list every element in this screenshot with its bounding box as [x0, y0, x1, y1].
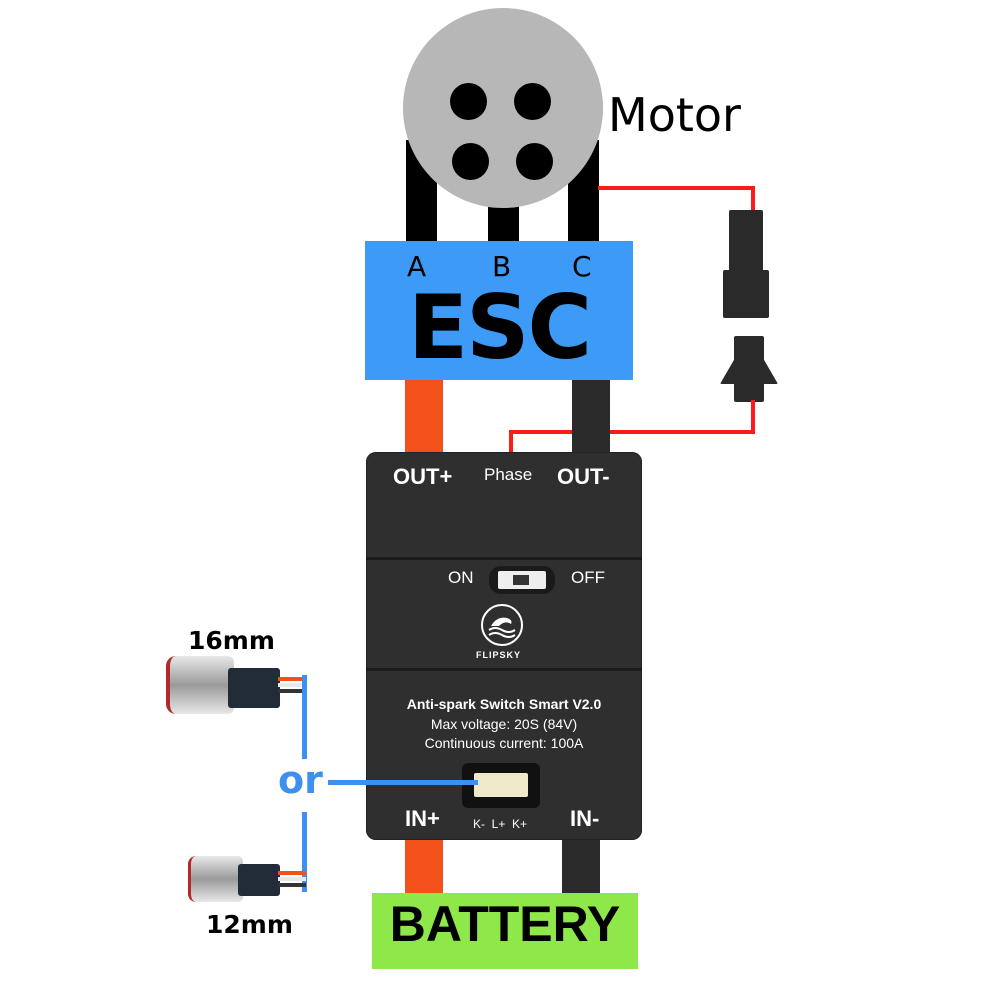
motor-hole [452, 143, 489, 180]
esc-phase-a: A [407, 250, 427, 283]
button-16mm-lead [278, 683, 306, 687]
flipsky-logo-icon [481, 604, 523, 646]
or-connector-line [328, 780, 478, 785]
port-pin-labels: K- L+ K+ [473, 817, 528, 831]
out-minus-label: OUT- [557, 464, 610, 489]
signal-wire [598, 186, 754, 190]
motor-icon [403, 8, 603, 208]
button-16mm-lead [278, 689, 306, 693]
push-button-12mm-icon [188, 856, 243, 902]
or-label: or [278, 758, 323, 802]
phase-label: Phase [484, 465, 533, 484]
esc-phase-b: B [492, 250, 512, 283]
battery-label: BATTERY [389, 896, 621, 952]
battery-block [372, 893, 638, 969]
battery-cable-positive [405, 840, 443, 895]
button-12mm-lead [278, 877, 306, 881]
in-minus-label: IN- [570, 806, 600, 831]
esc-block [365, 241, 633, 380]
on-label: ON [448, 568, 474, 587]
signal-wire [509, 430, 755, 434]
max-voltage-spec: Max voltage: 20S (84V) [430, 716, 578, 732]
motor-hole [450, 83, 487, 120]
in-plus-label: IN+ [405, 806, 440, 831]
continuous-current-spec: Continuous current: 100A [424, 735, 584, 751]
motor-hole [514, 83, 551, 120]
toggle-knob [513, 575, 529, 585]
push-button-16mm-icon [166, 656, 234, 714]
toggle-slider[interactable] [498, 571, 546, 589]
connector-female-icon [720, 360, 778, 384]
module-seam [366, 557, 642, 560]
or-bracket-line [302, 812, 307, 892]
esc-label: ESC [407, 276, 592, 379]
port-socket [474, 773, 528, 797]
signal-wire [751, 186, 755, 212]
motor-label: Motor [608, 88, 741, 142]
connector-male-icon [729, 210, 763, 272]
button-16mm-lead [278, 677, 306, 681]
module-seam [366, 668, 642, 671]
button-16mm-sleeve [228, 668, 280, 708]
off-label: OFF [571, 568, 605, 587]
button-12mm-sleeve [238, 864, 280, 896]
motor-hole [516, 143, 553, 180]
connector-male-icon [723, 270, 769, 318]
out-plus-label: OUT+ [393, 464, 453, 489]
power-toggle-switch[interactable] [489, 566, 555, 594]
esc-phase-c: C [572, 250, 592, 283]
button-16mm-label: 16mm [188, 626, 275, 655]
power-cable-negative [572, 380, 610, 455]
button-12mm-label: 12mm [206, 910, 293, 939]
module-title: Anti-spark Switch Smart V2.0 [406, 696, 602, 712]
brand-label: FLIPSKY [476, 650, 522, 660]
or-bracket-line [302, 675, 307, 759]
battery-cable-negative [562, 840, 600, 895]
power-cable-positive [405, 380, 443, 455]
button-12mm-lead [278, 883, 306, 887]
signal-wire [509, 430, 513, 454]
signal-wire [751, 400, 755, 434]
button-port[interactable] [462, 763, 540, 808]
button-12mm-lead [278, 871, 306, 875]
